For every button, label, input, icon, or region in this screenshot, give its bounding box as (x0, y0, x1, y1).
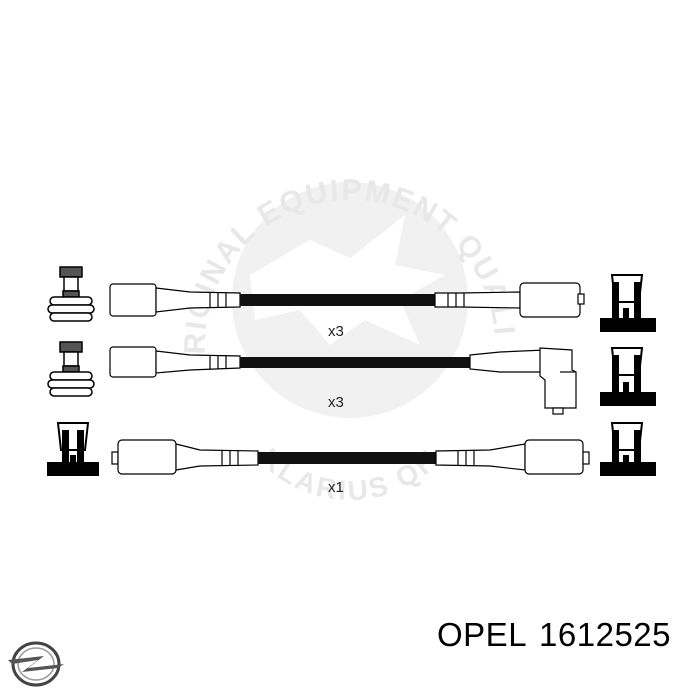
terminal-left-1 (47, 266, 95, 322)
ignition-lead-3 (111, 439, 590, 475)
watermark-emblem-icon (250, 215, 445, 345)
terminal-right-1 (600, 274, 656, 332)
ignition-lead-2 (109, 346, 577, 415)
terminal-left-2 (47, 341, 95, 397)
terminal-right-3 (600, 422, 656, 476)
opel-logo-icon (8, 641, 64, 687)
part-caption: OPEL 1612525 (437, 616, 671, 654)
part-number-label: 1612525 (539, 616, 672, 653)
terminal-left-3 (47, 422, 99, 476)
watermark-bottom-text: KLARIUS QH (254, 442, 445, 506)
lead-1-quantity-label: x3 (328, 323, 344, 340)
ignition-lead-1 (109, 282, 585, 318)
lead-3-quantity-label: x1 (328, 479, 344, 496)
brand-label: OPEL (437, 616, 528, 653)
terminal-right-2 (600, 347, 656, 406)
lead-2-quantity-label: x3 (328, 394, 344, 411)
